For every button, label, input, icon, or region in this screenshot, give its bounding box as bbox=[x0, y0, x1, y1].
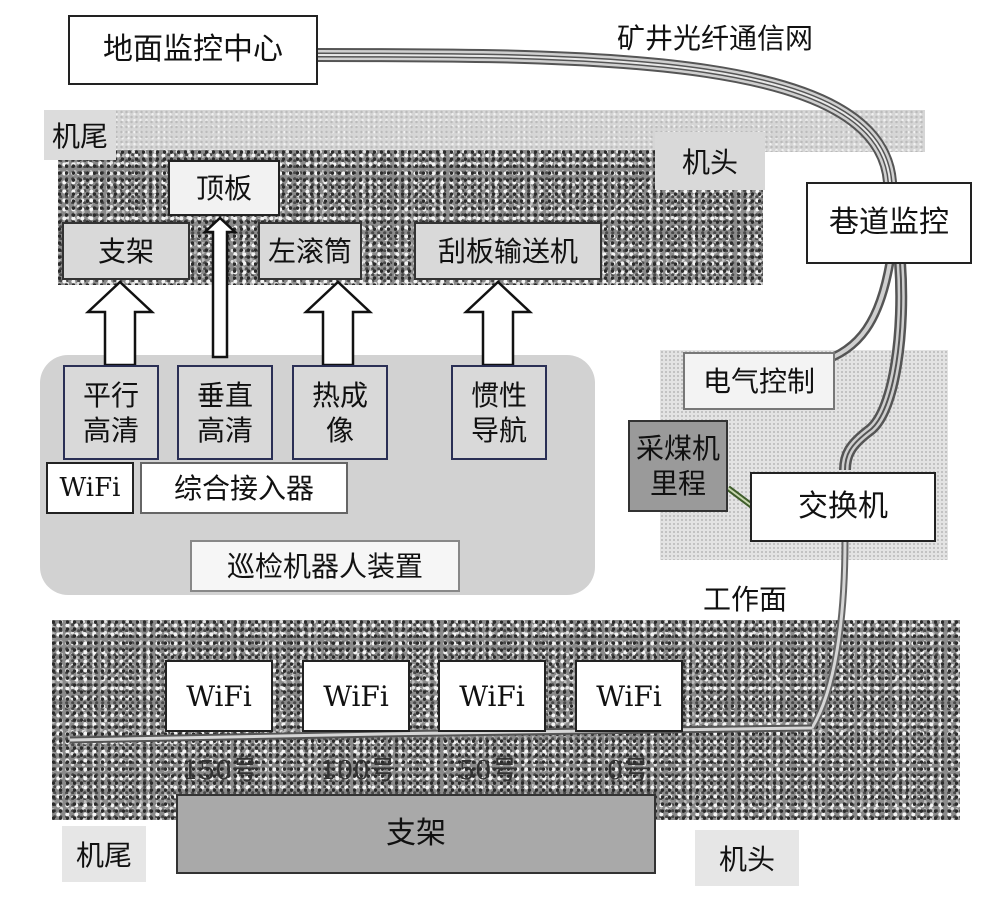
sensor-parallel-hd: 平行 高清 bbox=[63, 365, 159, 460]
roof-label: 顶板 bbox=[195, 171, 252, 205]
upper-tail-label: 机尾 bbox=[44, 110, 116, 160]
sensor-inertial-line1: 惯性 bbox=[470, 378, 527, 412]
wifi-node-150: WiFi bbox=[165, 660, 273, 732]
roadway-monitor-label: 巷道监控 bbox=[829, 205, 949, 241]
arrow-thermal bbox=[302, 280, 374, 367]
support-box-lower: 支架 bbox=[176, 794, 656, 874]
lower-head-label: 机头 bbox=[695, 830, 799, 886]
working-face-label: 工作面 bbox=[702, 583, 787, 616]
wifi-node-0: WiFi bbox=[575, 660, 683, 732]
sensor-thermal-line2: 像 bbox=[325, 413, 354, 447]
wifi-node-150-label: WiFi bbox=[186, 679, 252, 713]
inspection-robot-device-label: 巡检机器人装置 bbox=[226, 549, 423, 583]
shearer-mileage-line1: 采煤机 bbox=[635, 432, 720, 465]
roadway-monitor-box: 巷道监控 bbox=[806, 182, 972, 264]
wifi-node-100: WiFi bbox=[302, 660, 410, 732]
sensor-vertical-hd: 垂直 高清 bbox=[177, 365, 273, 460]
wifi-node-50: WiFi bbox=[438, 660, 546, 732]
node-number-50: 50号 bbox=[458, 755, 518, 786]
electrical-control-box: 电气控制 bbox=[683, 352, 835, 410]
support-box-upper: 支架 bbox=[62, 222, 190, 280]
lower-tail-label: 机尾 bbox=[62, 826, 146, 882]
sensor-inertial-navigation: 惯性 导航 bbox=[451, 365, 547, 460]
sensor-inertial-line2: 导航 bbox=[470, 413, 527, 447]
ground-monitoring-center: 地面监控中心 bbox=[68, 15, 318, 85]
roof-box: 顶板 bbox=[168, 160, 280, 216]
arrow-vertical-hd bbox=[201, 216, 239, 359]
wifi-node-0-label: WiFi bbox=[596, 679, 662, 713]
switch-box: 交换机 bbox=[750, 472, 936, 542]
node-number-100: 100号 bbox=[320, 755, 396, 786]
upper-head-label: 机头 bbox=[655, 132, 765, 190]
scraper-conveyor-box: 刮板输送机 bbox=[414, 222, 602, 280]
robot-wifi-box: WiFi bbox=[46, 462, 134, 514]
node-number-150: 150号 bbox=[182, 755, 258, 786]
mine-fiber-network-label: 矿井光纤通信网 bbox=[616, 22, 813, 55]
robot-wifi-label: WiFi bbox=[59, 472, 121, 503]
upper-roof-band bbox=[100, 110, 925, 152]
wifi-node-50-label: WiFi bbox=[459, 679, 525, 713]
ground-monitoring-center-label: 地面监控中心 bbox=[103, 32, 283, 68]
integrated-access-device-label: 综合接入器 bbox=[173, 471, 314, 505]
sensor-thermal-line1: 热成 bbox=[311, 378, 368, 412]
electrical-control-label: 电气控制 bbox=[702, 364, 815, 398]
integrated-access-device: 综合接入器 bbox=[140, 462, 348, 514]
node-number-0: 0号 bbox=[606, 755, 650, 786]
left-drum-box: 左滚筒 bbox=[258, 222, 362, 280]
shearer-mileage-line2: 里程 bbox=[649, 467, 706, 500]
wifi-node-100-label: WiFi bbox=[323, 679, 389, 713]
support-label-upper: 支架 bbox=[97, 234, 154, 268]
sensor-thermal-imaging: 热成 像 bbox=[292, 365, 388, 460]
left-drum-label: 左滚筒 bbox=[267, 234, 352, 268]
sensor-vertical-hd-line2: 高清 bbox=[196, 413, 253, 447]
arrow-inertial bbox=[462, 280, 534, 367]
inspection-robot-device-label-box: 巡检机器人装置 bbox=[190, 540, 460, 592]
scraper-conveyor-label: 刮板输送机 bbox=[437, 234, 578, 268]
shearer-mileage-box: 采煤机 里程 bbox=[628, 420, 728, 512]
switch-label: 交换机 bbox=[798, 489, 888, 525]
sensor-parallel-hd-line2: 高清 bbox=[82, 413, 139, 447]
arrow-parallel-hd bbox=[84, 280, 156, 367]
sensor-vertical-hd-line1: 垂直 bbox=[196, 378, 253, 412]
support-label-lower: 支架 bbox=[386, 816, 446, 852]
sensor-parallel-hd-line1: 平行 bbox=[82, 378, 139, 412]
